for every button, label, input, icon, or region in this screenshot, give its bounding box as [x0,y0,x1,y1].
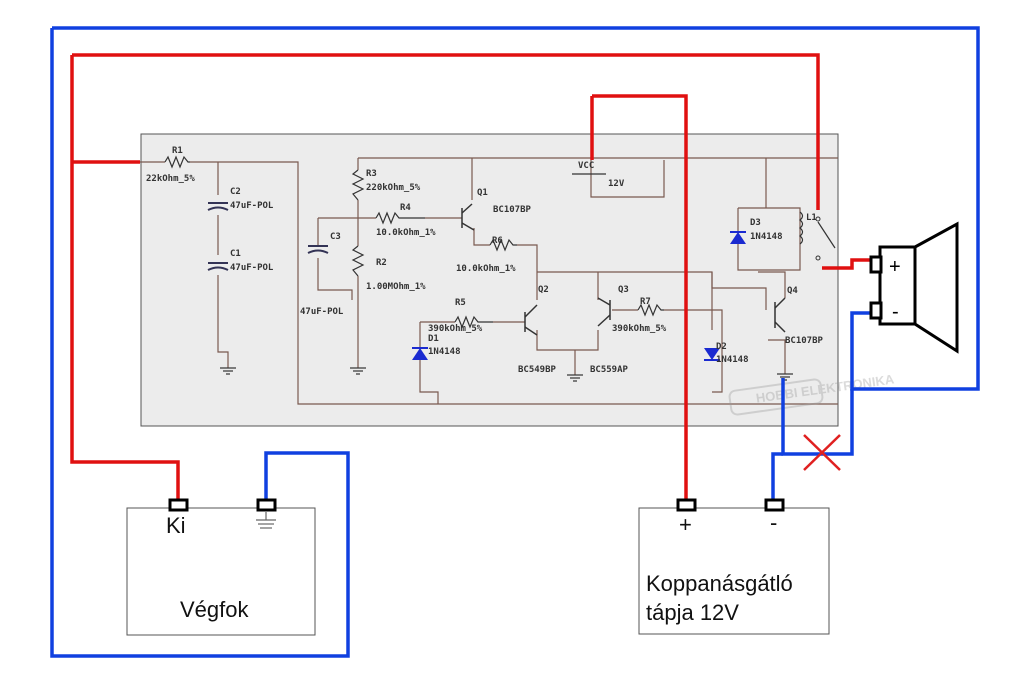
negative-wires [50,26,980,658]
label-q4-value: BC107BP [785,336,824,346]
label-c1-value: 47uF-POL [230,263,274,273]
supply-title-line2: tápja 12V [646,600,739,625]
label-r1-ref: R1 [172,146,183,156]
label-r3-ref: R3 [366,169,377,179]
transistor-q4 [774,297,786,333]
label-r5-ref: R5 [455,298,466,308]
label-q1-ref: Q1 [477,188,488,198]
label-q2-ref: Q2 [538,285,549,295]
amplifier-out-terminal[interactable] [168,498,189,512]
speaker-plus-terminal[interactable] [869,255,883,274]
amplifier-ground-terminal[interactable] [256,498,277,512]
resistor-r7 [637,303,664,317]
resistor-r6 [489,238,517,252]
relay-coil [799,211,804,245]
speaker-icon [869,221,959,354]
label-d3-ref: D3 [750,218,761,228]
amplifier-title: Végfok [180,597,249,622]
supply-title-line1: Koppanásgátló [646,571,793,596]
label-c2-ref: C2 [230,187,241,197]
label-r6-value: 10.0kOhm_1% [456,264,516,274]
label-r6-ref: R6 [492,236,503,246]
supply-box [638,507,830,635]
label-c3-ref: C3 [330,232,341,242]
resistor-r1 [164,155,190,169]
label-r7-ref: R7 [640,297,651,307]
transistor-q2 [524,304,538,336]
transistor-q3 [597,297,611,327]
supply-plus-terminal[interactable] [676,498,697,512]
resistor-r5 [454,315,493,329]
amplifier-out-label: Ki [166,513,186,538]
label-q2-value: BC549BP [518,365,557,375]
capacitor-c1 [207,262,229,271]
label-d2-value: 1N4148 [716,355,749,365]
ground-icon [256,512,276,529]
label-vcc-value: 12V [608,179,625,189]
positive-wires [70,53,872,500]
label-r1-value: 22kOhm_5% [146,174,195,184]
speaker-minus-terminal[interactable] [869,301,883,320]
label-q4-ref: Q4 [787,286,798,296]
label-r2-value: 1.00MOhm_1% [366,282,426,292]
supply-minus-label: - [770,510,777,535]
label-r4-ref: R4 [400,203,411,213]
label-c1-ref: C1 [230,249,241,259]
supply-plus-label: + [679,512,692,537]
label-r3-value: 220kOhm_5% [366,183,421,193]
label-q3-ref: Q3 [618,285,629,295]
speaker-plus-label: + [889,256,901,278]
label-r4-value: 10.0kOhm_1% [376,228,436,238]
resistor-r3 [351,169,365,201]
label-c2-value: 47uF-POL [230,201,274,211]
capacitor-c2 [207,202,229,211]
label-l1-ref: L1 [806,213,817,223]
label-r7-value: 390kOhm_5% [612,324,667,334]
label-r2-ref: R2 [376,258,387,268]
diode-d2 [704,348,720,360]
relay-contact [817,221,836,249]
resistor-r2 [351,245,365,277]
capacitor-c3 [307,245,329,254]
diode-d1 [412,348,428,360]
transistor-q1 [461,203,475,231]
schematic-panel [140,133,839,427]
label-q1-value: BC107BP [493,205,532,215]
label-vcc-ref: VCC [578,161,594,171]
speaker-minus-label: - [892,301,899,323]
resistor-r4 [375,211,425,225]
amplifier-box [126,507,316,636]
label-c3-value: 47uF-POL [300,307,344,317]
label-d2-ref: D2 [716,342,727,352]
label-d1-value: 1N4148 [428,347,461,357]
label-d3-value: 1N4148 [750,232,783,242]
diode-d3 [730,232,746,244]
schematic-wires [140,157,838,405]
label-r5-value: 390kOhm_5% [428,324,483,334]
ground-icon [220,367,793,382]
supply-minus-terminal[interactable] [764,498,785,512]
label-d1-ref: D1 [428,334,439,344]
cut-mark-icon [803,434,841,471]
label-q3-value: BC559AP [590,365,629,375]
